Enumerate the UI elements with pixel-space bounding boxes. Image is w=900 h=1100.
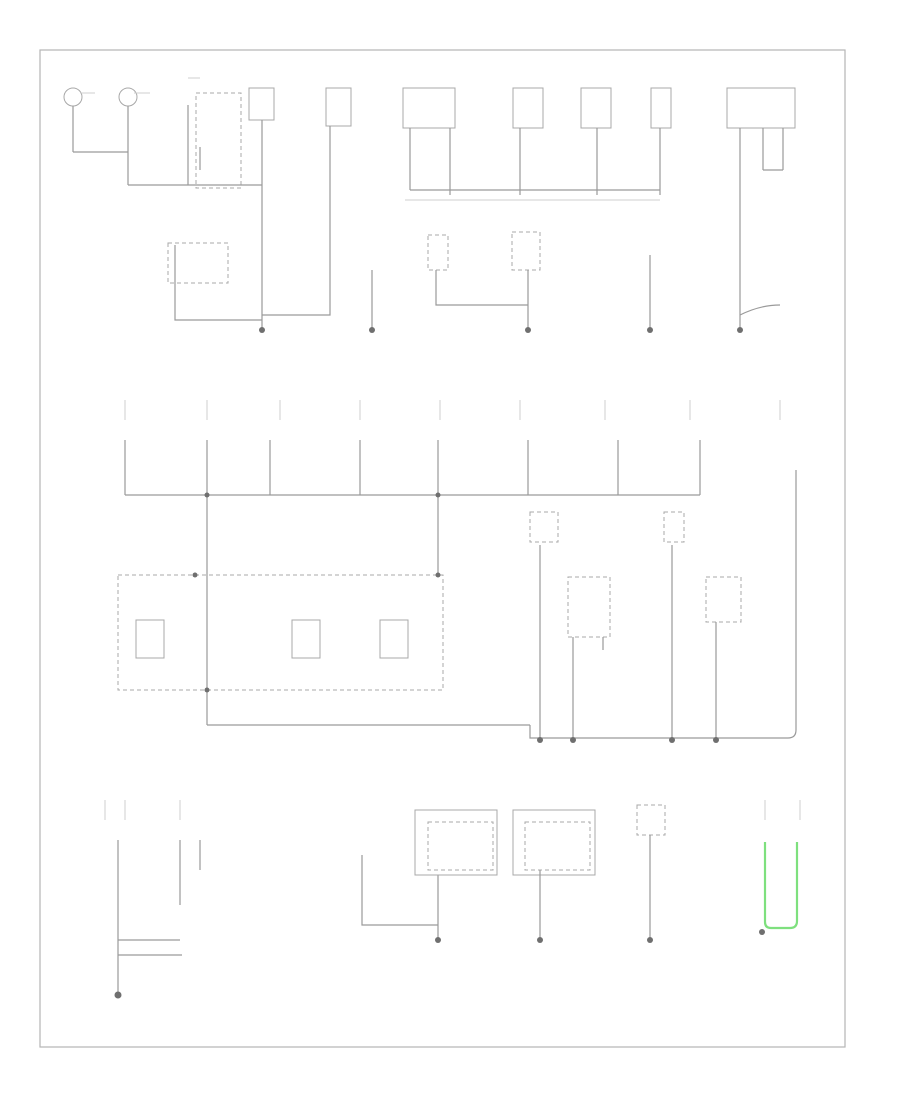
splice-s1: [204, 492, 210, 498]
module-box-3: [402, 87, 456, 129]
dashed-component-4: [529, 511, 559, 543]
dashed-component-10: [636, 804, 666, 836]
ground-node-g6c: [669, 737, 675, 743]
ground-node-g2: [737, 327, 743, 333]
module-box-7: [726, 87, 796, 129]
highlighted-ground-wire: [763, 842, 799, 930]
diagram-frame: [39, 49, 846, 1048]
ground-node-g11: [759, 929, 765, 935]
dashed-component-7: [705, 576, 742, 623]
dashed-component-9: [512, 809, 596, 876]
dashed-component-1: [167, 242, 229, 284]
lamp-bulb-2: [118, 87, 138, 107]
splice-s2: [435, 492, 441, 498]
dashed-component-3: [511, 231, 541, 271]
ground-node-g5: [647, 327, 653, 333]
ground-node-g6a: [537, 737, 543, 743]
ground-node-g1: [259, 327, 265, 333]
ground-node-g8: [435, 937, 441, 943]
ground-node-g7: [114, 991, 122, 999]
ground-node-g3: [369, 327, 375, 333]
module-box-1: [248, 87, 275, 121]
top-section: [63, 77, 796, 333]
lamp-bulb-1: [63, 87, 83, 107]
module-box-4: [512, 87, 544, 129]
ground-node-g6b: [570, 737, 576, 743]
ground-node-g9: [537, 937, 543, 943]
ground-node-g10: [647, 937, 653, 943]
module-inner-box-3: [379, 619, 409, 659]
large-dashed-module: [117, 574, 444, 691]
dashed-component-8: [414, 809, 498, 876]
module-inner-box-2: [291, 619, 321, 659]
module-box-2: [325, 87, 352, 127]
module-box-5: [580, 87, 612, 129]
ground-node-g6d: [713, 737, 719, 743]
module-inner-box-1: [135, 619, 165, 659]
module-box-6: [650, 87, 672, 129]
dashed-component-5: [663, 511, 685, 543]
switch-assembly-1: [195, 92, 242, 189]
dashed-component-6: [567, 576, 611, 638]
bottom-section: [104, 800, 801, 999]
middle-section: [117, 400, 797, 743]
dashed-component-2: [427, 234, 449, 271]
ground-node-g4: [525, 327, 531, 333]
